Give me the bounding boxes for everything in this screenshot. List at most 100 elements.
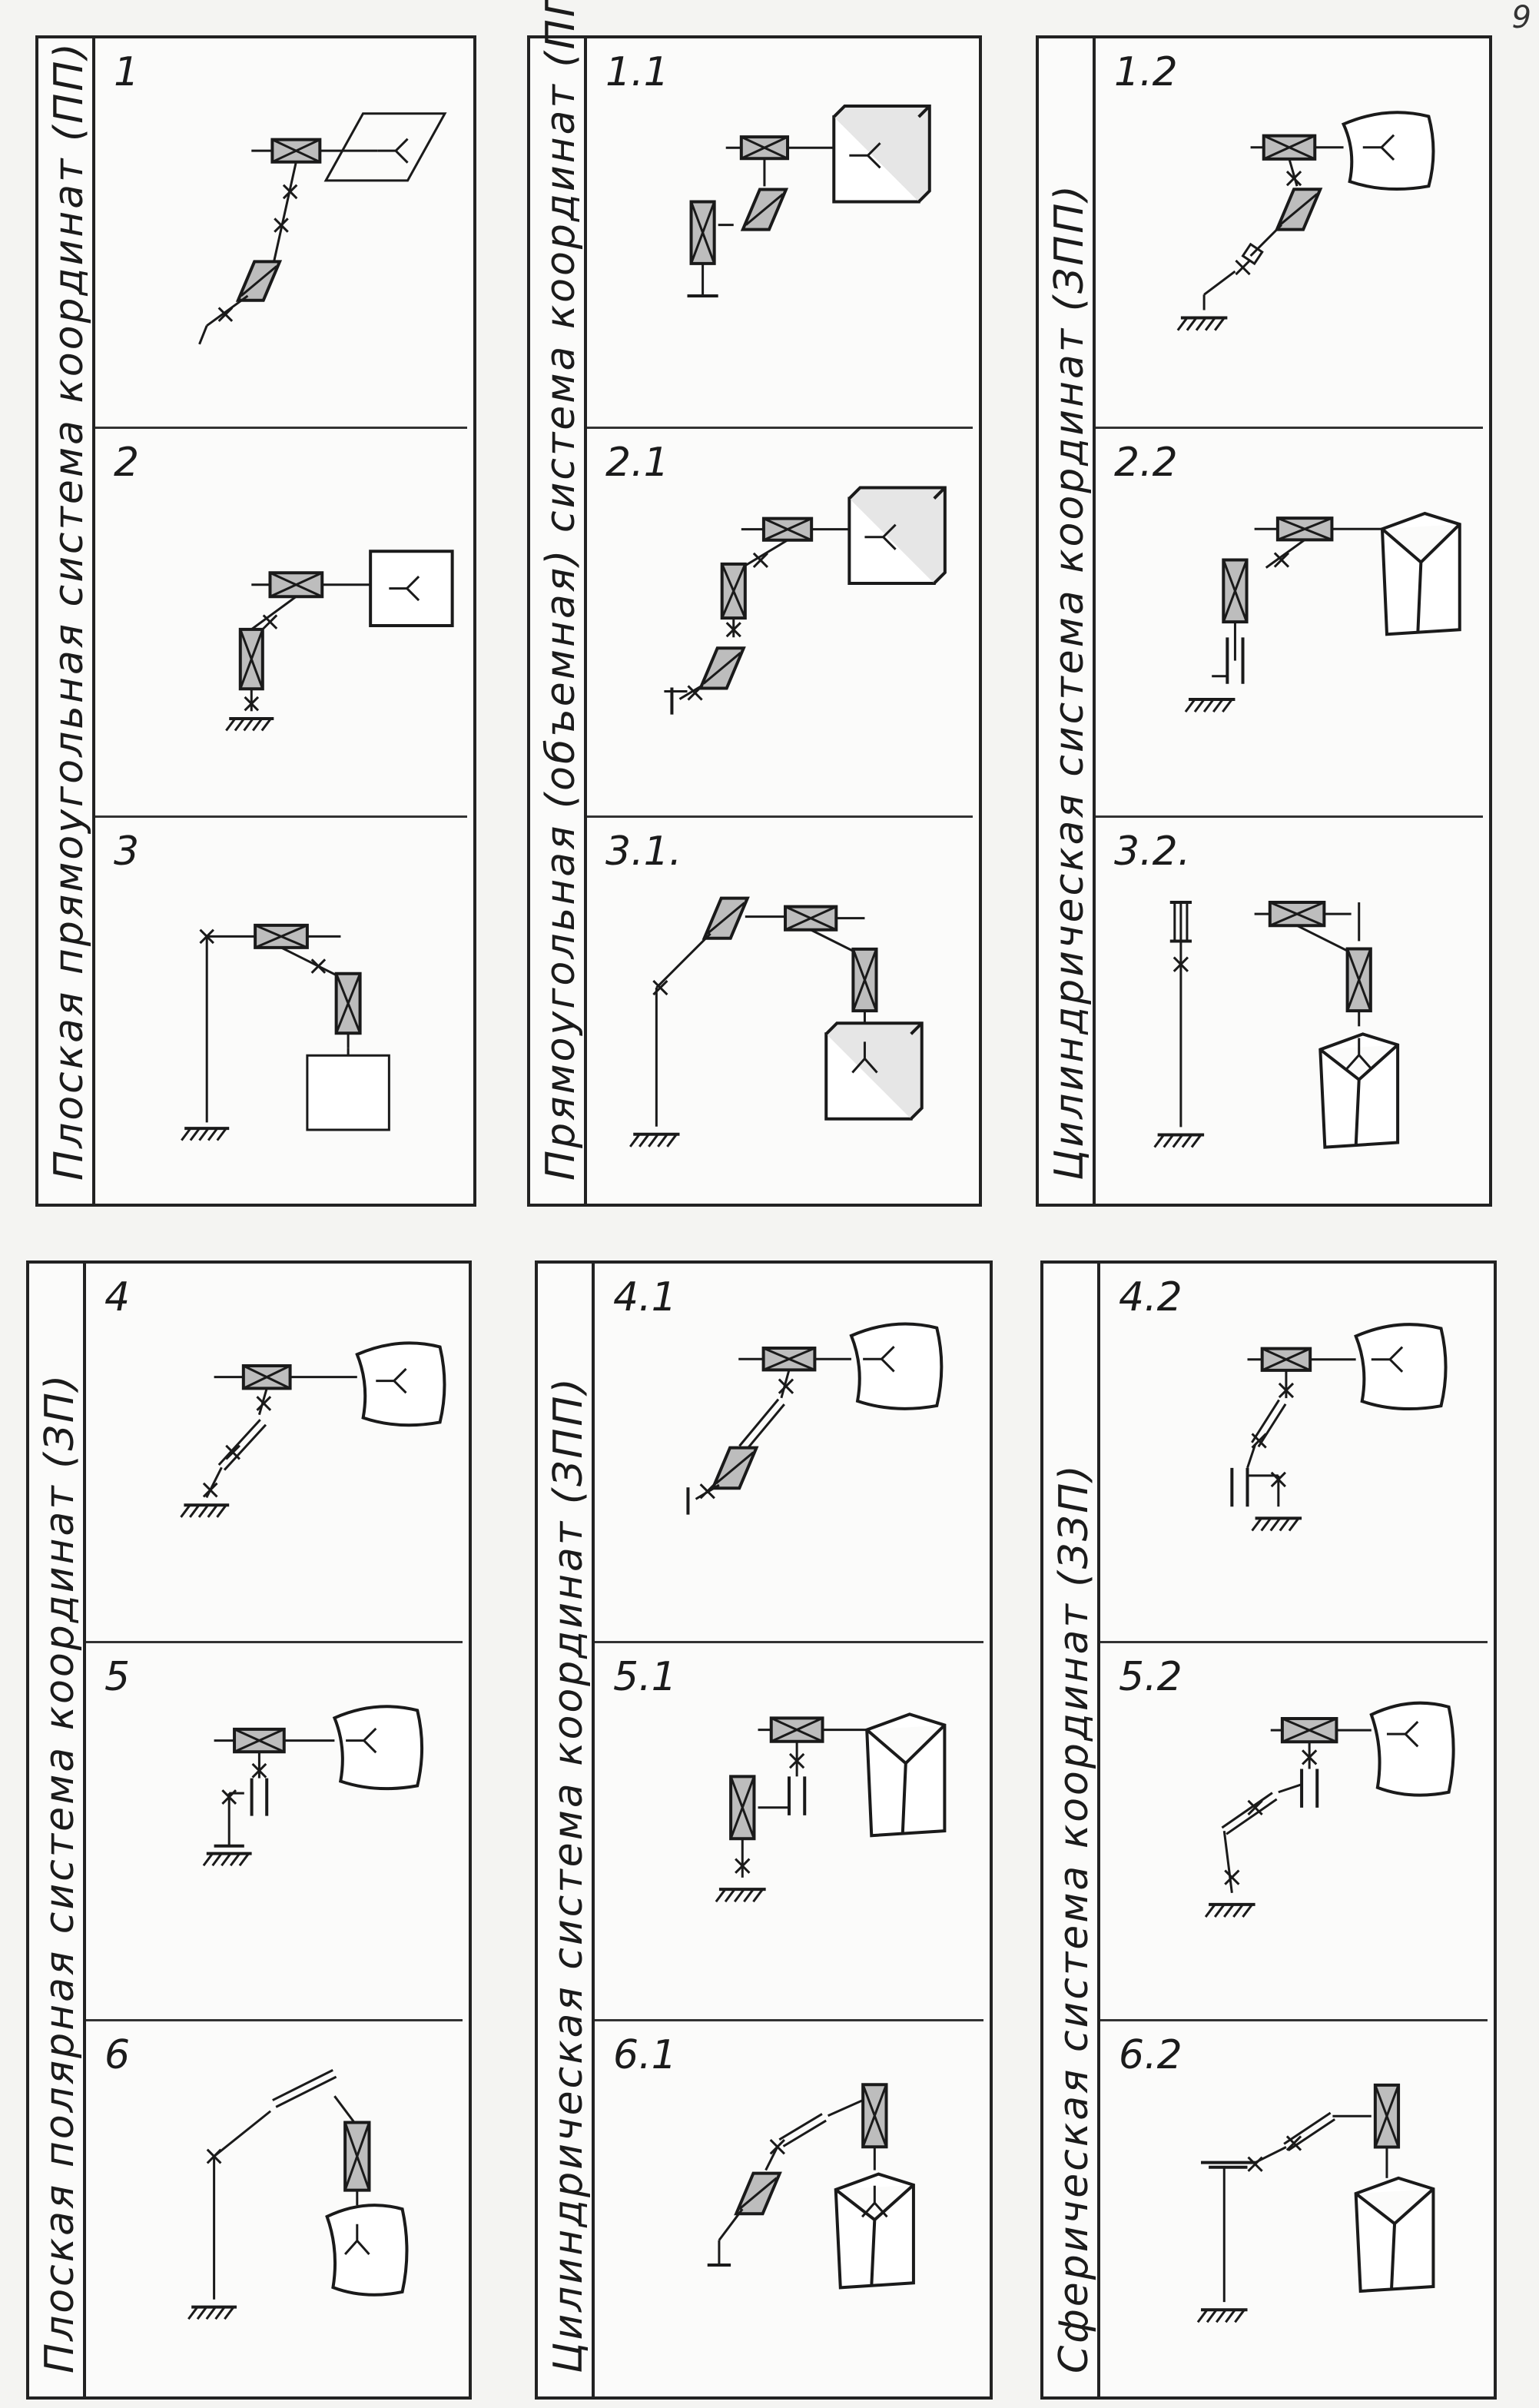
joint-cross bbox=[785, 906, 836, 929]
scheme-group bbox=[1232, 1324, 1445, 1530]
gripper-icon bbox=[862, 2185, 887, 2216]
joint-cross bbox=[240, 629, 263, 689]
scheme-number: 5.2 bbox=[1119, 1654, 1182, 1701]
link-line bbox=[828, 2100, 864, 2115]
link-line bbox=[224, 2307, 234, 2319]
link-line bbox=[1224, 1831, 1232, 1893]
link-line bbox=[251, 597, 296, 630]
scheme-cell: 1.2 bbox=[1096, 38, 1483, 427]
joint-cross bbox=[853, 949, 876, 1011]
gripper-icon bbox=[864, 525, 895, 550]
scheme-group bbox=[200, 114, 445, 344]
panel-title: Прямоугольная (объемная) система координ… bbox=[538, 0, 584, 1181]
kinematic-scheme bbox=[587, 429, 973, 815]
scheme-number: 3.1. bbox=[605, 828, 682, 875]
kinematic-scheme bbox=[86, 2021, 463, 2396]
link-line bbox=[1215, 1905, 1224, 1917]
link-line bbox=[208, 1505, 217, 1517]
link-line bbox=[1196, 318, 1206, 330]
link-line bbox=[1155, 1134, 1164, 1147]
workspace-square bbox=[370, 552, 452, 626]
scheme-group bbox=[630, 898, 922, 1146]
joint-cross bbox=[731, 1777, 754, 1839]
scheme-cell: 3.2. bbox=[1096, 815, 1483, 1204]
gripper-icon bbox=[1387, 1722, 1418, 1746]
gripper-icon bbox=[1372, 1347, 1402, 1372]
link-line bbox=[241, 266, 277, 296]
joint-cross bbox=[771, 1719, 823, 1742]
joint-cross bbox=[345, 2122, 369, 2190]
pin-mark bbox=[226, 1446, 240, 1460]
scheme-group bbox=[1186, 513, 1460, 712]
scheme-group bbox=[181, 1343, 444, 1517]
panel-title-strip: Сферическая система координат (ЗЗП) bbox=[1043, 1264, 1100, 2396]
link-line bbox=[214, 2111, 271, 2156]
scheme-cell: 6.1 bbox=[595, 2018, 983, 2396]
link-line bbox=[630, 1134, 639, 1146]
coupling bbox=[1243, 244, 1262, 264]
page-mark: 9 bbox=[1511, 0, 1531, 35]
link-line bbox=[779, 2114, 822, 2139]
panel-title: Цилиндрическая система координат (ЗПП) bbox=[546, 1376, 592, 2373]
scheme-group bbox=[664, 488, 944, 715]
scheme-number: 3.2. bbox=[1114, 828, 1191, 875]
joint-cross bbox=[1348, 948, 1371, 1011]
panel-title-strip: Цилиндрическая система координат (ЗПП) bbox=[538, 1264, 595, 2396]
scheme-number: 5.1 bbox=[613, 1654, 677, 1701]
link-line bbox=[1284, 2113, 1330, 2144]
link-line bbox=[1226, 1799, 1277, 1834]
link-line bbox=[181, 1505, 190, 1517]
scheme-number: 2.1 bbox=[605, 440, 669, 487]
scheme-cell: 5.1 bbox=[595, 1641, 983, 2018]
joint-cross bbox=[764, 519, 811, 540]
link-line bbox=[262, 719, 271, 730]
scheme-cell: 4.2 bbox=[1100, 1264, 1488, 1641]
workspace-sector bbox=[1356, 1324, 1446, 1409]
link-line bbox=[188, 2307, 197, 2319]
scheme-group bbox=[688, 106, 930, 296]
scheme-cell: 2 bbox=[95, 427, 467, 815]
link-line bbox=[1279, 1785, 1302, 1792]
scheme-number: 2.2 bbox=[1114, 440, 1178, 487]
gripper-icon bbox=[346, 1729, 376, 1752]
joint-cross bbox=[1282, 1719, 1337, 1742]
kinematic-scheme bbox=[1100, 2021, 1488, 2396]
scheme-number: 3 bbox=[114, 828, 140, 875]
panel-title: Плоская полярная система координат (ЗП) bbox=[37, 1372, 83, 2373]
gripper-icon bbox=[1347, 1038, 1372, 1068]
link-line bbox=[199, 1505, 208, 1517]
kinematic-scheme bbox=[95, 818, 467, 1204]
link-line bbox=[224, 1425, 266, 1470]
panel-1: Плоская прямоугольная система координат … bbox=[35, 35, 476, 1207]
pin-mark bbox=[754, 553, 768, 567]
joint-cross bbox=[1270, 902, 1325, 925]
workspace-block bbox=[1382, 513, 1460, 634]
scheme-cell: 3.1. bbox=[587, 815, 973, 1204]
workspace-sector bbox=[334, 1707, 422, 1789]
scheme-number: 1.2 bbox=[1114, 49, 1178, 95]
scheme-group bbox=[1155, 902, 1398, 1148]
link-line bbox=[253, 719, 262, 730]
link-line bbox=[708, 902, 745, 933]
panel-title-strip: Прямоугольная (объемная) система координ… bbox=[530, 0, 587, 1204]
link-line bbox=[739, 1400, 778, 1446]
link-line bbox=[735, 1889, 744, 1901]
panel-title: Сферическая система координат (ЗЗП) bbox=[1051, 1463, 1097, 2373]
pin-mark bbox=[735, 1859, 749, 1873]
scheme-group bbox=[204, 1707, 422, 1866]
link-line bbox=[766, 2147, 778, 2170]
link-line bbox=[231, 1854, 240, 1866]
link-line bbox=[716, 1889, 725, 1901]
joint-cross bbox=[1223, 560, 1246, 623]
scheme-cell: 6.2 bbox=[1100, 2018, 1488, 2396]
scheme-group bbox=[226, 552, 452, 731]
scheme-number: 1.1 bbox=[605, 49, 669, 95]
scheme-cell: 5.2 bbox=[1100, 1641, 1488, 2018]
scheme-cell: 5 bbox=[86, 1641, 463, 2018]
link-line bbox=[1182, 1134, 1192, 1147]
pin-mark bbox=[1275, 553, 1289, 567]
gripper-icon bbox=[1363, 135, 1394, 160]
scheme-number: 6.1 bbox=[613, 2031, 677, 2078]
joint-cross bbox=[255, 925, 307, 948]
joint-cross bbox=[234, 1729, 284, 1752]
